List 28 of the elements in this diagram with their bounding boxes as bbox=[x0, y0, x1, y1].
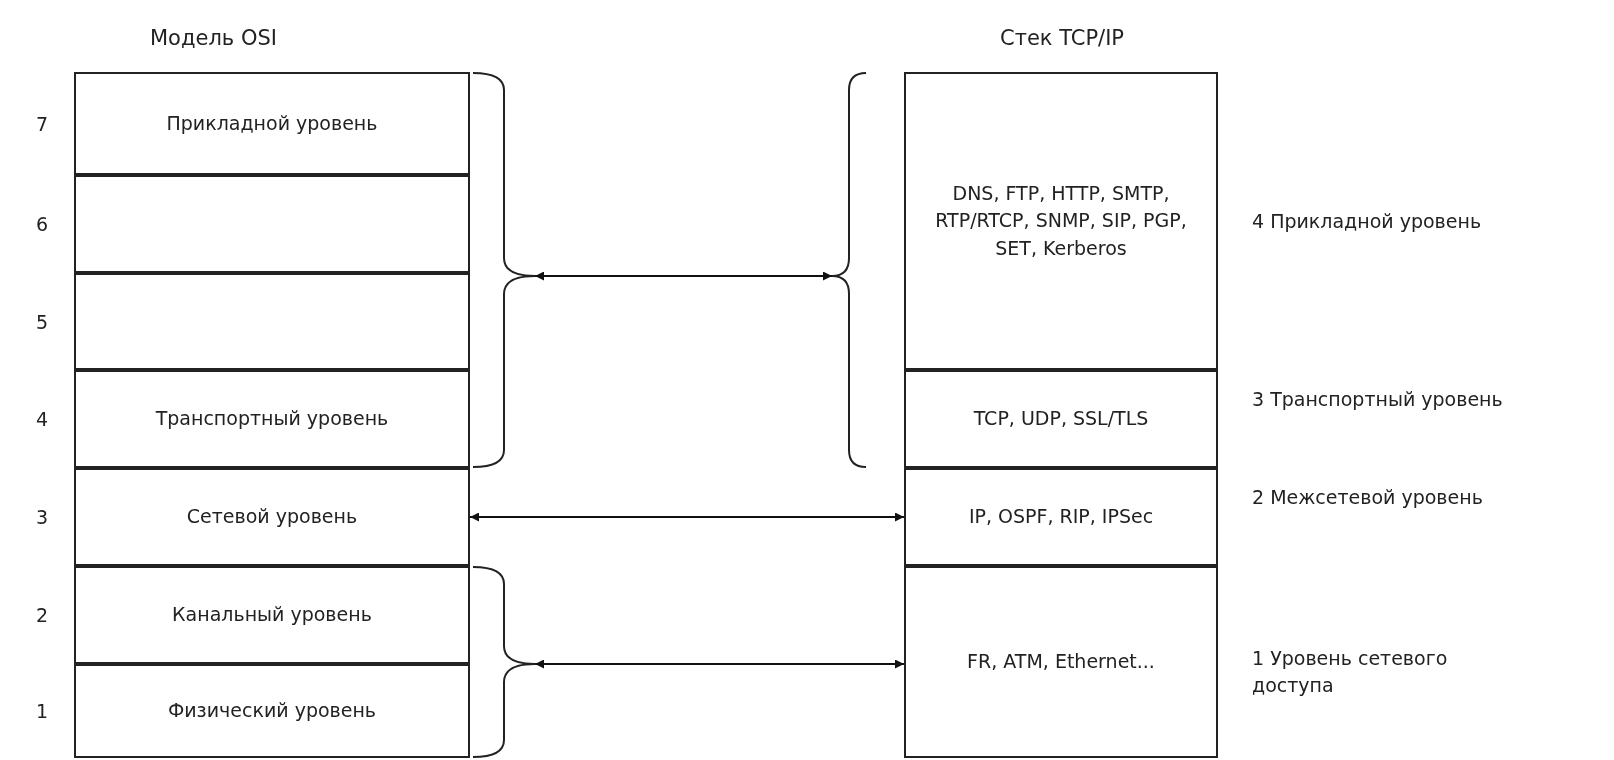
layer-number: 1 bbox=[36, 698, 49, 724]
layer-name: 2 Межсетевой уровень bbox=[1252, 484, 1484, 510]
double-arrow bbox=[534, 271, 833, 281]
layer-label: Прикладной уровень bbox=[165, 110, 379, 136]
layer-number: 3 bbox=[36, 504, 49, 530]
layer-number: 4 bbox=[36, 406, 49, 432]
layer-label: Транспортный уровень bbox=[154, 406, 390, 432]
layer-name: 4 Прикладной уровень bbox=[1252, 208, 1483, 234]
layer-number: 7 bbox=[36, 111, 49, 137]
curly-brace bbox=[832, 72, 866, 468]
layer-number: 6 bbox=[36, 211, 49, 237]
column-heading: Модель OSI bbox=[150, 26, 277, 50]
layer-number: 5 bbox=[36, 309, 49, 335]
layer-name: 3 Транспортный уровень bbox=[1252, 386, 1504, 412]
layer-name: 1 Уровень сетевого доступа bbox=[1252, 646, 1449, 698]
double-arrow bbox=[534, 659, 905, 669]
layer-label: TCP, UDP, SSL/TLS bbox=[972, 406, 1150, 432]
layer-label: IP, OSPF, RIP, IPSec bbox=[967, 504, 1155, 530]
layer-label: Канальный уровень bbox=[171, 602, 373, 628]
layer-label: Физический уровень bbox=[166, 698, 378, 724]
layer-label: Сетевой уровень bbox=[185, 504, 359, 530]
layer-number: 2 bbox=[36, 602, 49, 628]
curly-brace bbox=[473, 72, 535, 468]
layer-label: DNS, FTP, HTTP, SMTP, RTP/RTCP, SNMP, SIP, PGP, SET, Kerberos bbox=[934, 180, 1188, 261]
layer-label: FR, ATM, Ethernet... bbox=[966, 649, 1156, 675]
column-heading: Стек TCP/IP bbox=[1000, 26, 1125, 50]
double-arrow bbox=[469, 512, 905, 522]
curly-brace bbox=[473, 566, 535, 758]
